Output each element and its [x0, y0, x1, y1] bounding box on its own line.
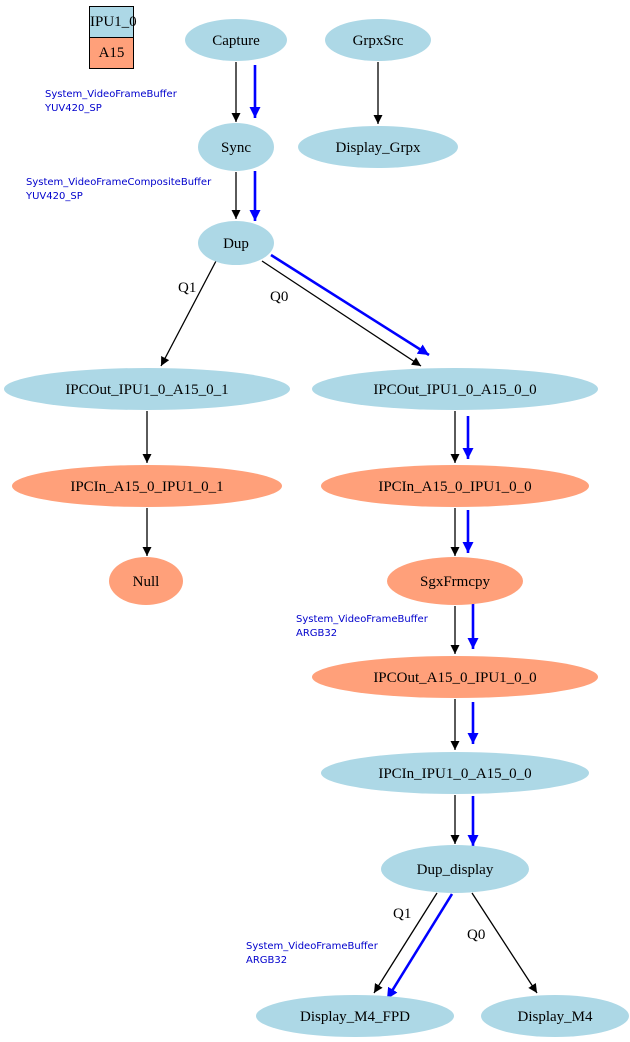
node-ipcin-ipu-0: [321, 752, 589, 794]
buffer-label-sync-dup-format: YUV420_SP: [25, 191, 83, 202]
node-label-display-grpx: Display_Grpx: [336, 140, 421, 156]
node-ipcout-ipu-0: [312, 368, 598, 410]
node-display-m4-fpd: [256, 995, 454, 1037]
node-label-grpxsrc: GrpxSrc: [353, 33, 404, 49]
node-label-ipcout-ipu-1: IPCOut_IPU1_0_A15_0_1: [65, 382, 228, 398]
node-label-display-m4: Display_M4: [518, 1009, 594, 1025]
buffer-label-fpd-format: ARGB32: [246, 955, 287, 966]
node-label-ipcin-a15-0: IPCIn_A15_0_IPU1_0_0: [378, 479, 531, 495]
core-legend: IPU1_0 A15: [89, 6, 137, 69]
edge-labels: Q1 Q0 Q1 Q0: [178, 280, 485, 943]
buffer-label-sgx-type: System_VideoFrameBuffer: [296, 614, 429, 625]
node-ipcin-a15-0: [321, 465, 589, 507]
buffer-label-sync-dup-type: System_VideoFrameCompositeBuffer: [26, 177, 212, 188]
buffer-label-sgx-format: ARGB32: [296, 628, 337, 639]
dupdisp-m4-link: [471, 892, 538, 994]
buffer-label-fpd-type: System_VideoFrameBuffer: [246, 941, 379, 952]
dupdisp-fpd-dataflow: [385, 893, 454, 1000]
node-label-display-m4-fpd: Display_M4_FPD: [300, 1009, 410, 1025]
dup-ipcout-1-link: [160, 260, 217, 367]
node-label-sgxfrmcpy: SgxFrmcpy: [420, 574, 491, 590]
node-dup-display: [381, 845, 529, 893]
node-label-capture: Capture: [212, 33, 260, 49]
legend-a15: A15: [90, 38, 133, 68]
node-label-ipcout-a15-0: IPCOut_A15_0_IPU1_0_0: [373, 670, 536, 686]
dup-ipcout-0-link: [261, 260, 422, 367]
edges: [142, 62, 538, 1000]
node-sgxfrmcpy: [387, 557, 523, 605]
node-display-grpx: [298, 126, 458, 168]
buffer-label-capture-sync-format: YUV420_SP: [44, 103, 102, 114]
node-ipcout-ipu-1: [4, 368, 290, 410]
buffer-labels: System_VideoFrameBuffer YUV420_SP System…: [25, 89, 429, 966]
node-label-sync: Sync: [221, 140, 251, 156]
node-label-ipcout-ipu-0: IPCOut_IPU1_0_A15_0_0: [373, 382, 536, 398]
node-label-ipcin-a15-1: IPCIn_A15_0_IPU1_0_1: [70, 479, 223, 495]
node-null: [109, 557, 183, 605]
dup-ipcout-0-dataflow: [270, 253, 430, 357]
node-grpxsrc: [325, 19, 431, 61]
dupdisp-fpd-link: [373, 892, 438, 994]
legend-ipu: IPU1_0: [90, 7, 137, 38]
dup-display-q0-label: Q0: [467, 927, 485, 943]
node-label-ipcin-ipu-0: IPCIn_IPU1_0_A15_0_0: [378, 766, 531, 782]
node-dup: [198, 221, 274, 265]
dup-display-q1-label: Q1: [393, 906, 411, 922]
dup-q0-label: Q0: [270, 289, 288, 305]
node-display-m4: [481, 995, 629, 1037]
node-label-dup-display: Dup_display: [417, 862, 494, 878]
buffer-label-capture-sync-type: System_VideoFrameBuffer: [45, 89, 178, 100]
node-label-null: Null: [133, 574, 160, 590]
node-ipcin-a15-1: [12, 465, 282, 507]
node-ipcout-a15-0: [312, 656, 598, 698]
node-label-dup: Dup: [223, 236, 249, 252]
dup-q1-label: Q1: [178, 280, 196, 296]
node-capture: [185, 19, 287, 61]
node-sync: [198, 123, 274, 171]
